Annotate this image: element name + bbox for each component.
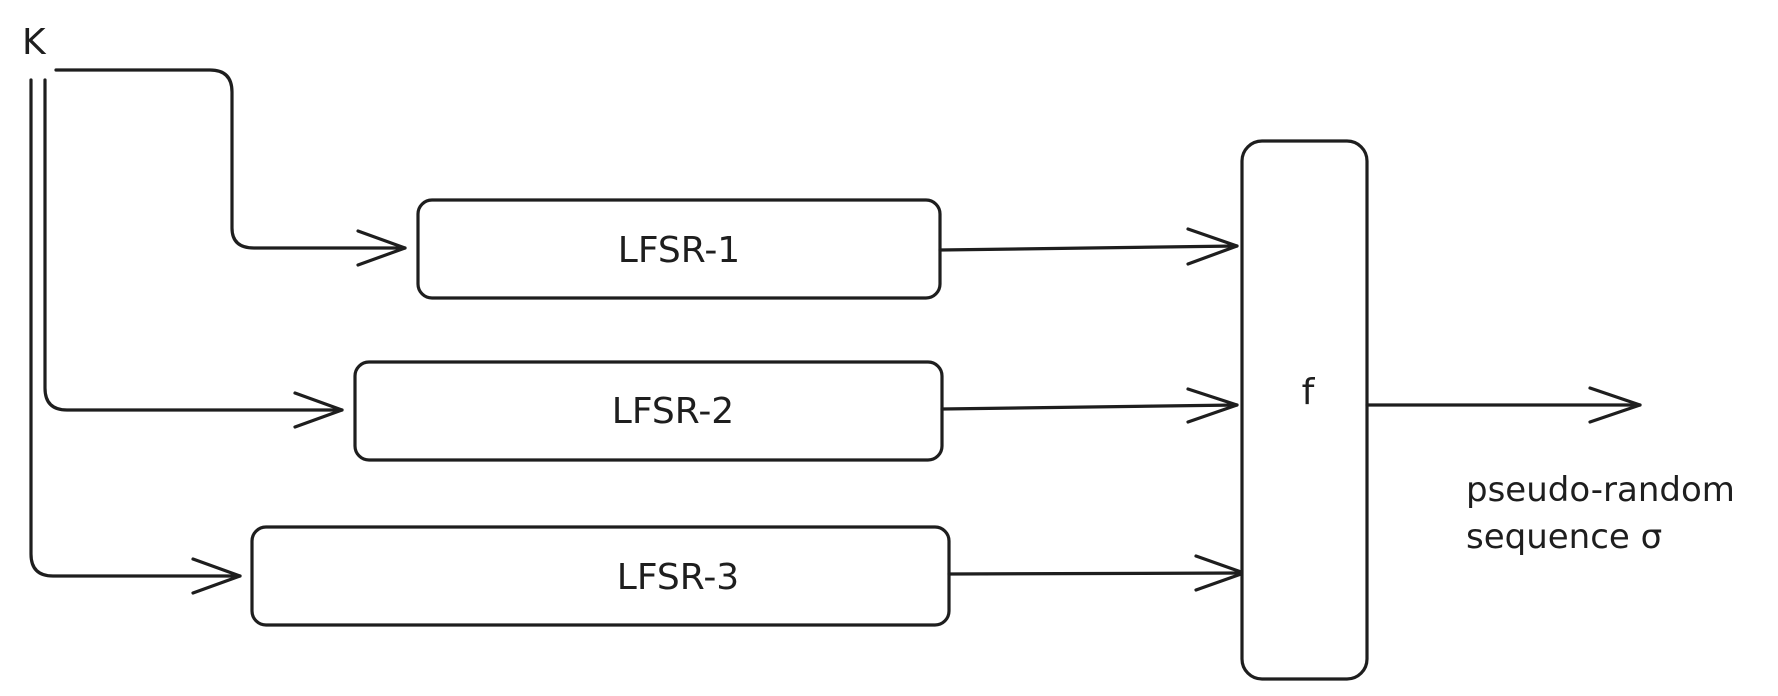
key-line-to-lfsr-1 — [54, 68, 407, 250]
register-output-lines — [938, 227, 1246, 592]
combiner-box — [1240, 139, 1369, 681]
key-label: K — [22, 22, 47, 63]
lfsr-3-label: LFSR-3 — [617, 557, 739, 598]
output-caption-line-2: sequence σ — [1466, 517, 1662, 557]
lfsr-1-output-line — [938, 244, 1239, 252]
lfsr-2-label: LFSR-2 — [612, 391, 734, 432]
input-arrowheads — [191, 229, 407, 595]
lfsr-1-label: LFSR-1 — [618, 230, 740, 271]
arrowhead-lfsr-3 — [191, 557, 242, 595]
lfsr-3-block: LFSR-3 — [250, 525, 951, 627]
lfsr-1-output-arrowhead — [1186, 227, 1239, 266]
combiner-label: f — [1302, 372, 1316, 413]
key-lines — [29, 68, 407, 578]
lfsr-3-box — [250, 525, 951, 627]
lfsr-2-output-arrowhead — [1186, 387, 1239, 424]
lfsr-1-block: LFSR-1 — [416, 198, 942, 300]
arrowhead-lfsr-1 — [356, 229, 407, 267]
output-arrowhead — [1588, 386, 1642, 424]
lfsr-2-output-line — [940, 403, 1239, 411]
key-line-to-lfsr-2 — [43, 78, 344, 412]
combiner-block: f — [1240, 139, 1369, 681]
lfsr-3-output-line — [947, 571, 1246, 576]
output-arrow — [1365, 386, 1642, 424]
output-caption-line-1: pseudo-random — [1466, 470, 1735, 510]
lfsr-2-block: LFSR-2 — [353, 360, 944, 462]
key-line-to-lfsr-3 — [29, 78, 242, 578]
arrowhead-lfsr-2 — [293, 391, 344, 429]
lfsr-2-box — [353, 360, 944, 462]
